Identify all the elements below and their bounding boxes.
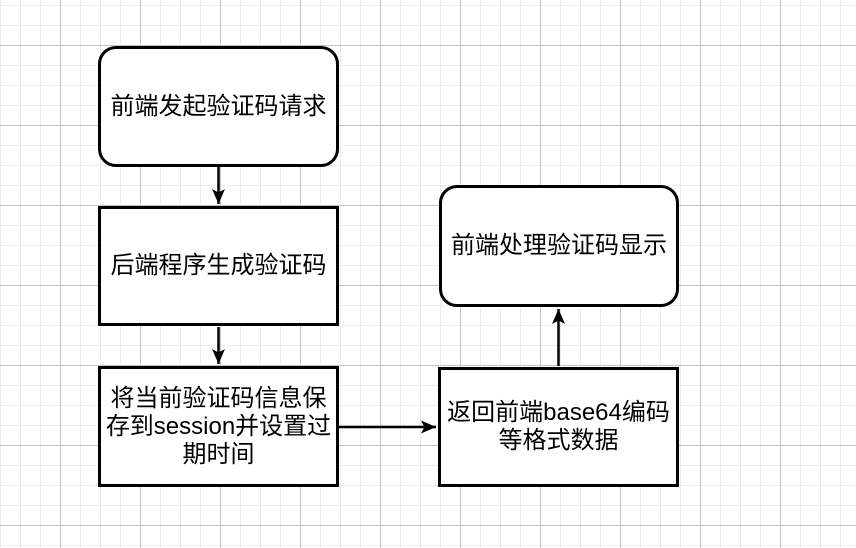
node-label: 前端发起验证码请求 <box>110 92 327 120</box>
node-label: 返回前端base64编码 等格式数据 <box>447 399 670 455</box>
node-return-base64: 返回前端base64编码 等格式数据 <box>438 367 679 487</box>
node-save-session: 将当前验证码信息保 存到session并设置过 期时间 <box>98 366 339 487</box>
label-line: 等格式数据 <box>498 427 619 454</box>
node-label: 前端处理验证码显示 <box>451 232 667 259</box>
label-line: 期时间 <box>182 440 255 468</box>
node-label: 将当前验证码信息保 存到session并设置过 期时间 <box>106 385 331 469</box>
node-frontend-display: 前端处理验证码显示 <box>439 185 679 307</box>
label-line: 存到session并设置过 <box>105 412 332 440</box>
node-label: 后端程序生成验证码 <box>110 252 327 279</box>
node-backend-generate: 后端程序生成验证码 <box>98 206 339 326</box>
node-frontend-request: 前端发起验证码请求 <box>98 46 339 167</box>
label-line: 返回前端base64编码 <box>447 399 670 426</box>
label-line: 将当前验证码信息保 <box>110 384 327 412</box>
